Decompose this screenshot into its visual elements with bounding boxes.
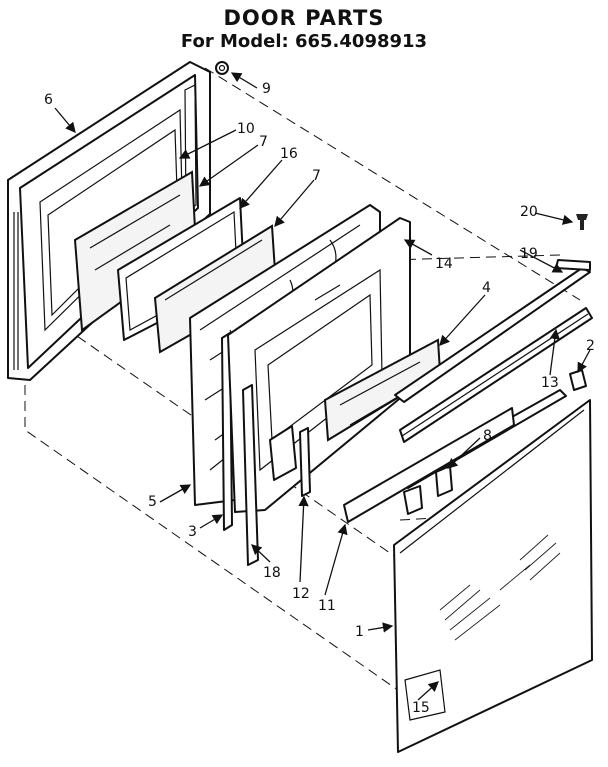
- callout-20: 20: [520, 204, 538, 220]
- outer-door-panel: [393, 399, 593, 753]
- callout-2: 2: [586, 338, 595, 354]
- bumper: [215, 61, 229, 75]
- callout-8: 8: [483, 428, 492, 444]
- callout-15: 15: [412, 700, 430, 716]
- callout-3: 3: [188, 524, 197, 540]
- callout-10: 10: [237, 121, 255, 137]
- callout-9: 9: [262, 81, 271, 97]
- callout-11: 11: [318, 598, 336, 614]
- callout-18: 18: [263, 565, 281, 581]
- callout-14: 14: [435, 256, 453, 272]
- diagram-title: DOOR PARTS: [223, 6, 385, 30]
- hinge-bracket: [269, 425, 311, 497]
- callout-13: 13: [541, 375, 559, 391]
- model-subtitle: For Model: 665.4098913: [180, 31, 428, 52]
- callout-1: 1: [355, 624, 364, 640]
- callout-4: 4: [482, 280, 491, 296]
- callout-leaders: [54, 72, 591, 701]
- callout-5: 5: [148, 494, 157, 510]
- callout-6: 6: [44, 92, 53, 108]
- vent-strip: [343, 407, 515, 523]
- side-trim: [242, 384, 259, 566]
- callout-12: 12: [292, 586, 310, 602]
- callout-19: 19: [520, 246, 538, 262]
- callout-7-upper: 7: [259, 134, 268, 150]
- screw: [576, 214, 588, 230]
- callout-7-lower: 7: [312, 168, 321, 184]
- end-cap: [569, 369, 587, 391]
- callout-16: 16: [280, 146, 298, 162]
